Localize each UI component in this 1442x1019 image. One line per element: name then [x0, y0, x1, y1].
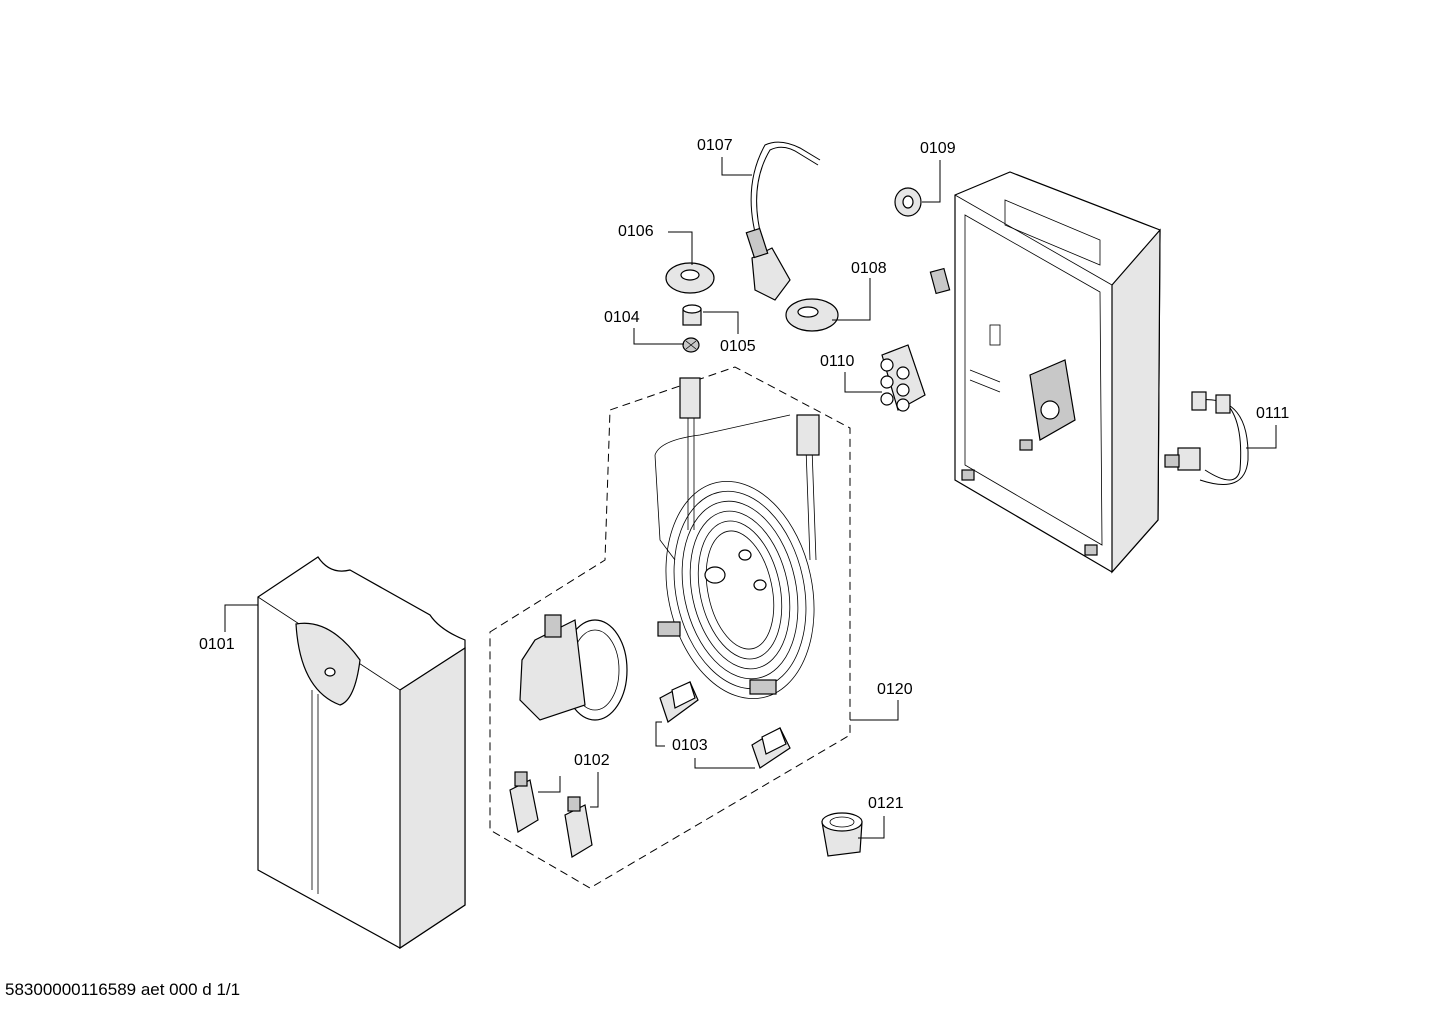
part-0101-front-cover[interactable] [257, 556, 466, 950]
heating-coil[interactable] [647, 377, 834, 713]
rear-mounting-panel[interactable] [954, 171, 1161, 574]
label-0107: 0107 [697, 137, 733, 154]
small-bracket[interactable] [929, 267, 951, 295]
part-0108-grommet[interactable] [785, 298, 839, 332]
part-0103-switches[interactable] [659, 681, 791, 769]
label-0104: 0104 [604, 309, 640, 326]
part-0106-grommet[interactable] [665, 262, 715, 294]
label-0111: 0111 [1256, 405, 1289, 422]
part-0104-screw[interactable] [682, 337, 700, 353]
label-0105: 0105 [720, 338, 756, 355]
label-0102: 0102 [574, 752, 610, 769]
part-0107-mains-cable[interactable] [745, 141, 821, 301]
part-0109-clip[interactable] [894, 187, 922, 217]
part-0111-wire-harness[interactable] [1164, 391, 1249, 485]
label-0120: 0120 [877, 681, 913, 698]
part-0102-switches[interactable] [509, 771, 593, 858]
label-0108: 0108 [851, 260, 887, 277]
part-labels: 0101 0102 0103 0104 0105 0106 0107 0108 … [199, 137, 1289, 812]
leader-lines [224, 157, 1277, 839]
pressure-switch[interactable] [519, 614, 628, 721]
label-0110: 0110 [820, 353, 855, 370]
label-0121: 0121 [868, 795, 904, 812]
assembly-0120-outline [489, 366, 851, 889]
label-0109: 0109 [920, 140, 956, 157]
label-0101: 0101 [199, 636, 235, 653]
label-0106: 0106 [618, 223, 654, 240]
drawing-number-footer: 58300000116589 aet 000 d 1/1 [5, 980, 241, 999]
label-0103: 0103 [672, 737, 708, 754]
part-0105-sleeve[interactable] [682, 304, 702, 326]
part-0110-terminal-block[interactable] [880, 344, 926, 412]
part-0121-cap[interactable] [821, 812, 863, 857]
